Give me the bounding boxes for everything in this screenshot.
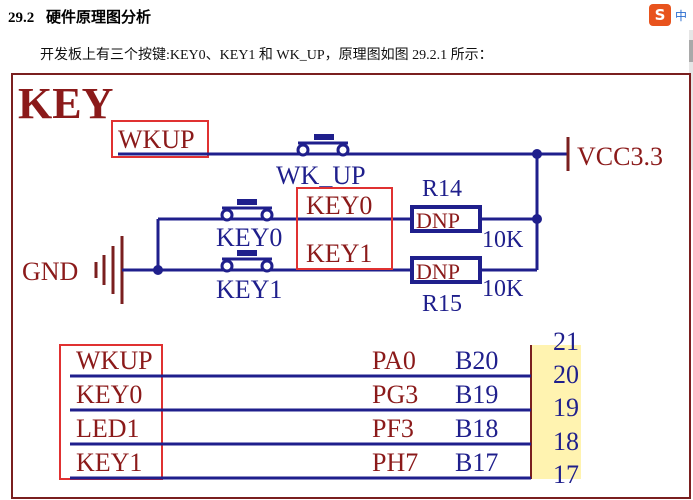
sogou-input-icon[interactable]: S <box>649 4 671 26</box>
r14-value: DNP <box>416 208 460 233</box>
connector-pin-number: 20 <box>553 360 579 389</box>
connector-ball-label: B19 <box>455 380 498 409</box>
connector-port-label: PA0 <box>372 346 416 375</box>
connector-net-label: KEY1 <box>76 448 142 477</box>
connector-net-label: WKUP <box>76 346 153 375</box>
connector-net-label: LED1 <box>76 414 140 443</box>
r14-ref: R14 <box>422 176 462 202</box>
wkup-switch <box>296 134 350 157</box>
connector-pin-number: 18 <box>553 427 579 456</box>
connector-port-label: PF3 <box>372 414 414 443</box>
key1-switch <box>220 250 274 273</box>
section-title: 硬件原理图分析 <box>46 10 152 26</box>
schematic-frame <box>11 73 691 499</box>
junction-gnd <box>153 265 163 275</box>
ground-symbol <box>94 236 124 304</box>
r15-ref: R15 <box>422 291 462 317</box>
connector-net-label: KEY0 <box>76 380 142 409</box>
wkup-switch-label: WK_UP <box>276 161 366 190</box>
section-description: 开发板上有三个按键:KEY0、KEY1 和 WK_UP，原理图如图 29.2.1… <box>40 48 493 63</box>
r14-body <box>410 205 482 233</box>
connector-ball-label: B18 <box>455 414 498 443</box>
schematic-title: KEY <box>18 79 113 128</box>
key0-net-label: KEY0 <box>306 191 372 220</box>
r14-ohms: 10K <box>482 227 524 253</box>
connector-pin-number: 17 <box>553 460 579 489</box>
connector-pin-number: 19 <box>553 393 579 422</box>
wkup-net-label: WKUP <box>118 125 195 154</box>
key1-net-label: KEY1 <box>306 239 372 268</box>
section-number: 29.2 <box>8 10 35 26</box>
wkup-net-box <box>111 120 209 158</box>
connector-port-label: PG3 <box>372 380 418 409</box>
connector-ball-label: B17 <box>455 448 498 477</box>
key1-switch-label: KEY1 <box>216 275 282 304</box>
ime-language-indicator[interactable]: 中 <box>675 9 688 23</box>
vcc-label: VCC3.3 <box>577 142 663 171</box>
connector-port-label: PH7 <box>372 448 418 477</box>
key0-switch <box>220 199 274 222</box>
key-net-box <box>296 187 393 270</box>
connector-pin-number: 21 <box>553 327 579 356</box>
r15-value: DNP <box>416 259 460 284</box>
key0-switch-label: KEY0 <box>216 223 282 252</box>
scrollbar-thumb[interactable] <box>689 40 693 62</box>
connector-body <box>531 345 581 479</box>
section-heading: 29.2 硬件原理图分析 <box>8 6 151 27</box>
r15-ohms: 10K <box>482 276 524 302</box>
connector-ball-label: B20 <box>455 346 498 375</box>
ground-label: GND <box>22 257 78 286</box>
r15-body <box>410 256 482 284</box>
